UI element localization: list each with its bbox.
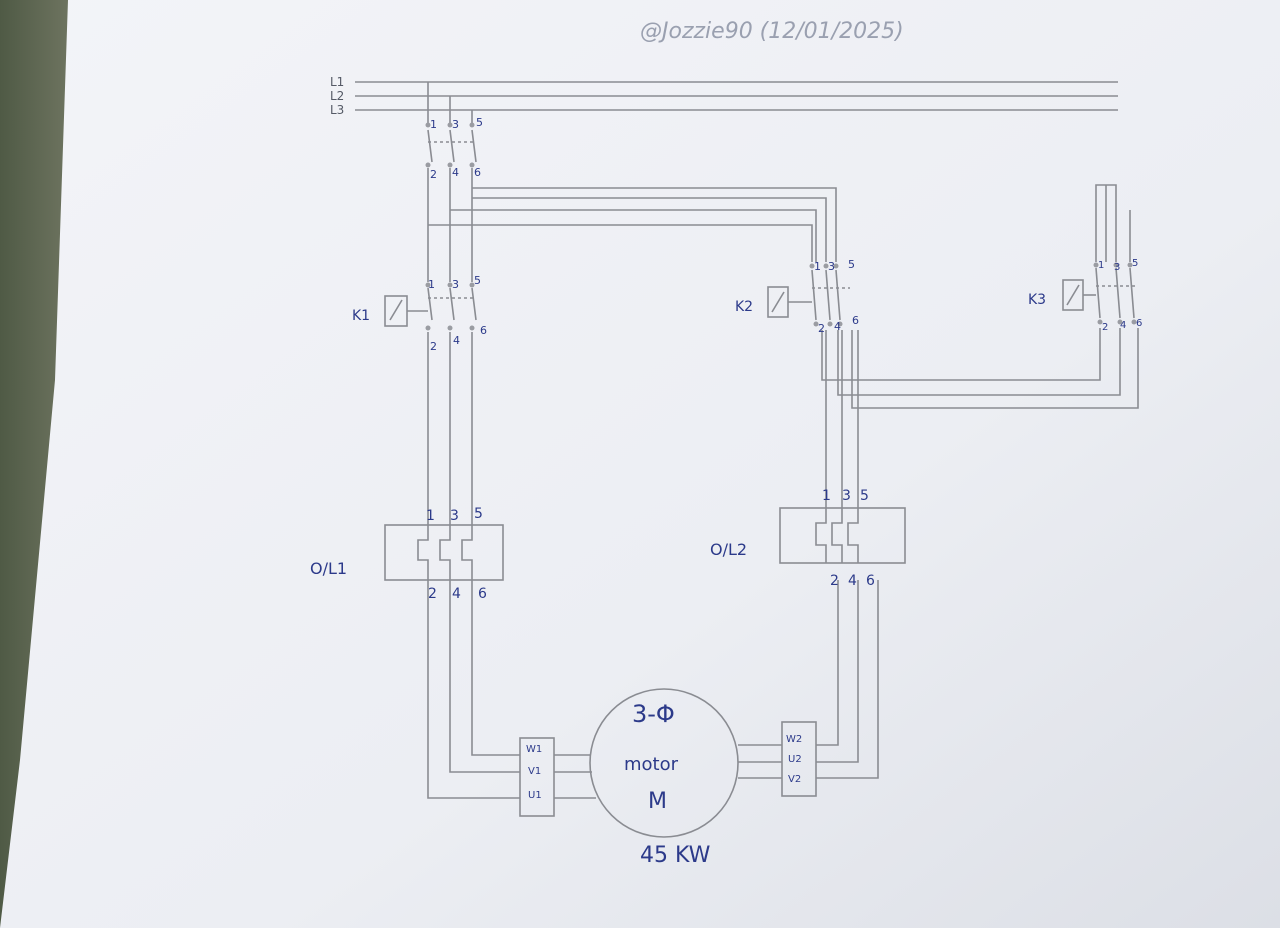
k1-terminal-3: 3: [452, 278, 459, 291]
breaker-terminal-5: 5: [476, 116, 483, 129]
ol2-terminal-4: 4: [848, 573, 857, 589]
ol1-terminal-1: 1: [426, 508, 435, 524]
ol1-terminal-6: 6: [478, 586, 487, 602]
k3-label: K3: [1028, 292, 1046, 308]
motor-terminal-u1: U1: [528, 790, 542, 801]
ol2-label: O/L2: [710, 540, 747, 559]
motor-terminal-w1: W1: [526, 744, 542, 755]
k2-terminal-5: 5: [848, 258, 855, 271]
k1-terminal-2: 2: [430, 340, 437, 353]
supply-lines: [355, 81, 1118, 111]
ol1-terminal-3: 3: [450, 508, 459, 524]
motor-rating-label: 45 KW: [640, 843, 711, 868]
motor-terminal-w2: W2: [786, 734, 802, 745]
ol1-terminal-2: 2: [428, 586, 437, 602]
motor-terminal-v1: V1: [528, 766, 541, 777]
supply-labels: L1 L2 L3: [330, 75, 344, 117]
ol2-terminal-1: 1: [822, 488, 831, 504]
ol2-terminal-3: 3: [842, 488, 851, 504]
k2-terminal-6: 6: [852, 314, 859, 327]
supply-label-l1: L1: [330, 75, 344, 89]
supply-label-l2: L2: [330, 89, 344, 103]
k3-terminal-3: 3: [1114, 262, 1120, 273]
ol2-terminal-2: 2: [830, 573, 839, 589]
contactor-k2: [767, 269, 850, 321]
k2-terminal-3: 3: [828, 260, 835, 273]
k3-terminal-1: 1: [1098, 260, 1104, 271]
motor-text-label: motor: [624, 754, 679, 775]
terminal-dots: [425, 122, 1137, 331]
k3-terminal-4: 4: [1120, 320, 1126, 331]
motor-terminal-u2: U2: [788, 754, 802, 765]
k2-terminal-1: 1: [814, 260, 821, 273]
ol2-terminal-6: 6: [866, 573, 875, 589]
motor-terminal-v2: V2: [788, 774, 801, 785]
breaker-terminal-4: 4: [452, 166, 459, 179]
watermark-text: @Jozzie90 (12/01/2025): [640, 19, 904, 44]
overload-ol1: [384, 524, 504, 581]
motor-left-terminal-box: [519, 737, 555, 817]
k2-terminal-2: 2: [818, 322, 825, 335]
k1-terminal-4: 4: [453, 334, 460, 347]
k1-terminal-1: 1: [428, 278, 435, 291]
supply-label-l3: L3: [330, 103, 344, 117]
ol1-terminal-4: 4: [452, 586, 461, 602]
k3-terminal-2: 2: [1102, 322, 1108, 333]
breaker-terminal-2: 2: [430, 168, 437, 181]
ol1-terminal-5: 5: [474, 506, 483, 522]
k3-terminal-5: 5: [1132, 258, 1138, 269]
breaker-terminal-6: 6: [474, 166, 481, 179]
k2-terminal-4: 4: [834, 320, 841, 333]
ol2-terminal-5: 5: [860, 488, 869, 504]
motor-symbol: [589, 688, 739, 838]
k1-terminal-6: 6: [480, 324, 487, 337]
k3-terminal-6: 6: [1136, 318, 1142, 329]
k2-label: K2: [735, 299, 753, 315]
ol1-label: O/L1: [310, 559, 347, 578]
motor-right-terminal-box: [781, 721, 817, 797]
k1-terminal-5: 5: [474, 274, 481, 287]
contactor-k3: [1062, 267, 1136, 319]
circuit-diagram: [355, 81, 1139, 838]
contactor-k1: [384, 287, 477, 327]
breaker-terminal-3: 3: [452, 118, 459, 131]
motor-phase-label: 3-Φ: [632, 700, 675, 728]
main-breaker: [427, 129, 477, 163]
k1-label: K1: [352, 308, 370, 324]
breaker-terminal-1: 1: [430, 118, 437, 131]
motor-symbol-label: M: [648, 789, 667, 814]
